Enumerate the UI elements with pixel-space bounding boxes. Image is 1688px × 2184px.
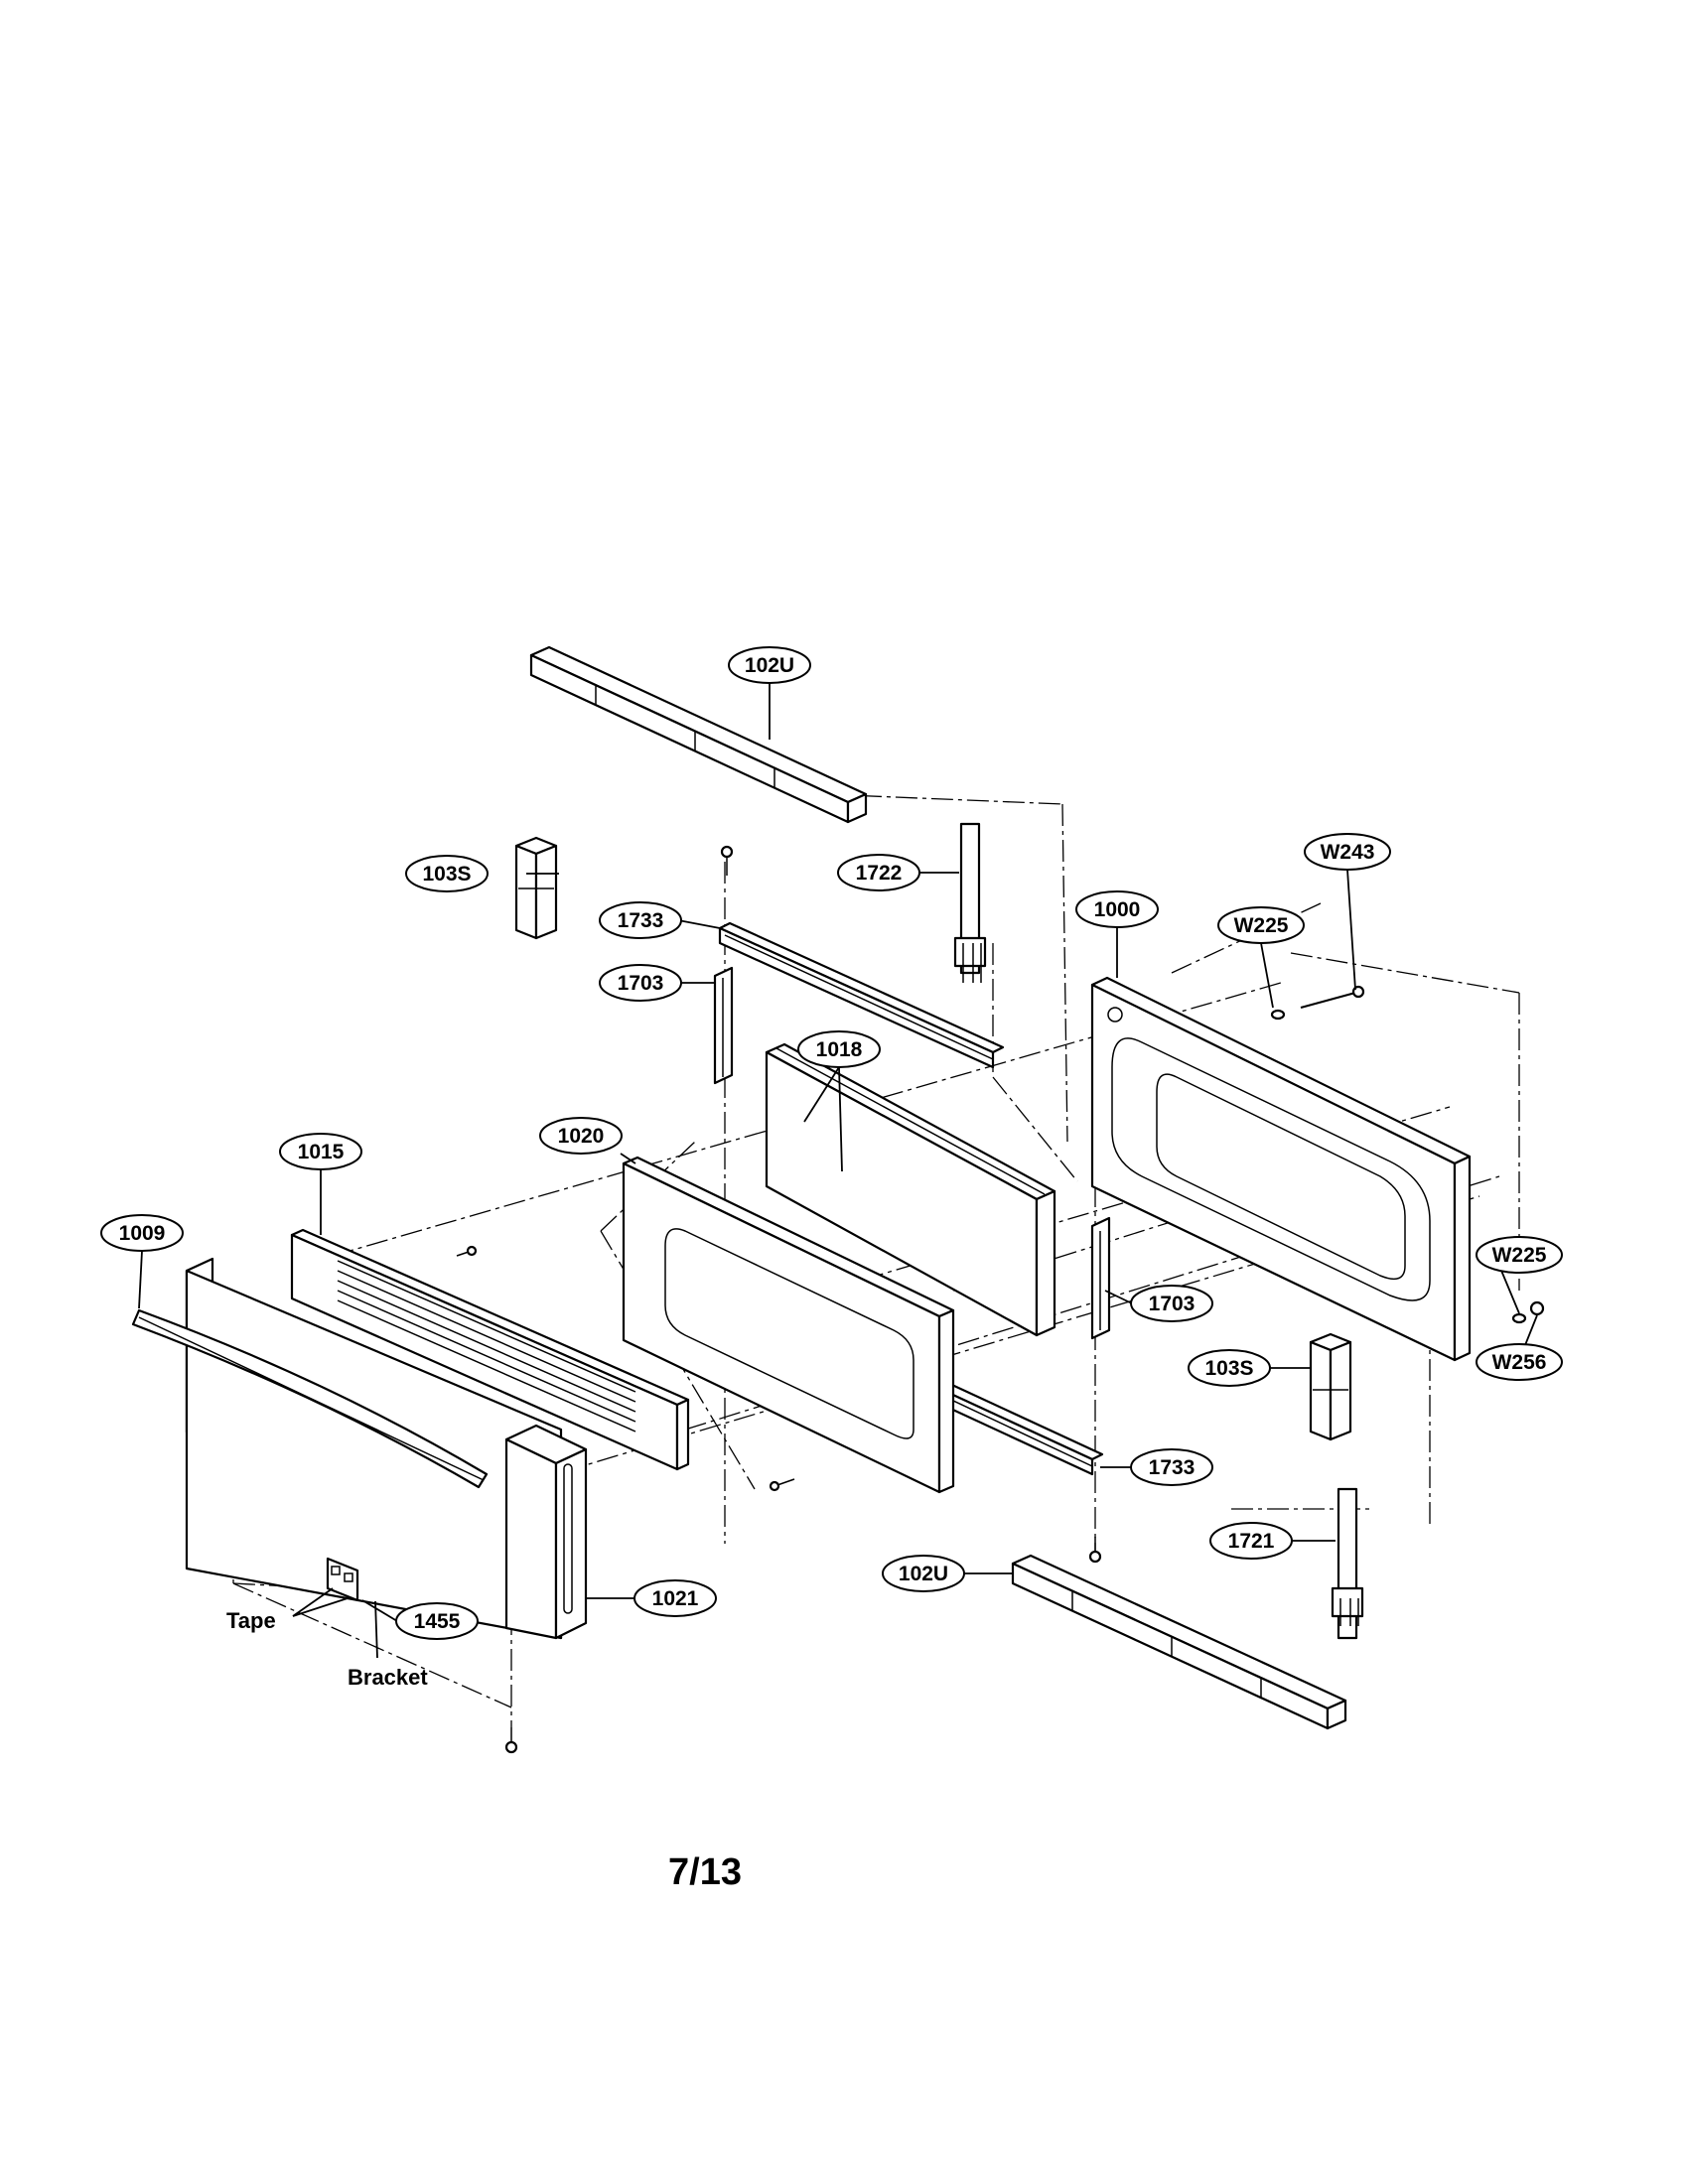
svg-text:1018: 1018 bbox=[816, 1038, 863, 1061]
callout-w243: W243 bbox=[1304, 833, 1391, 871]
svg-text:103S: 103S bbox=[422, 863, 471, 886]
screw-w243 bbox=[1300, 985, 1365, 1010]
block-103s-right bbox=[1309, 1332, 1352, 1441]
callout-1703-right: 1703 bbox=[1130, 1285, 1213, 1322]
bracket-1455 bbox=[326, 1557, 359, 1602]
callout-1455: 1455 bbox=[395, 1602, 479, 1640]
callout-1009: 1009 bbox=[100, 1214, 184, 1252]
note-bracket: Bracket bbox=[348, 1665, 428, 1690]
svg-text:W256: W256 bbox=[1492, 1351, 1547, 1374]
svg-text:1000: 1000 bbox=[1094, 898, 1141, 921]
hinge-1721 bbox=[1331, 1487, 1364, 1640]
callout-103s-right: 103S bbox=[1188, 1349, 1271, 1387]
svg-text:1021: 1021 bbox=[652, 1587, 699, 1610]
callout-1721: 1721 bbox=[1209, 1522, 1293, 1560]
screw-bottom-left bbox=[504, 1727, 518, 1754]
screw-left bbox=[456, 1245, 478, 1257]
trim-1733-top bbox=[718, 921, 1005, 1069]
door-frame-1000 bbox=[1090, 976, 1472, 1362]
screw-top bbox=[720, 845, 734, 876]
callout-w225-right: W225 bbox=[1476, 1236, 1563, 1274]
washer-w225-right bbox=[1511, 1312, 1527, 1324]
callout-1015: 1015 bbox=[279, 1133, 362, 1170]
callout-1018: 1018 bbox=[797, 1030, 881, 1068]
handle-1009 bbox=[131, 1308, 489, 1489]
strip-1703-left bbox=[713, 966, 734, 1085]
svg-text:W225: W225 bbox=[1492, 1244, 1547, 1267]
callout-102u-top: 102U bbox=[728, 646, 811, 684]
svg-text:1015: 1015 bbox=[298, 1141, 345, 1163]
callout-1021: 1021 bbox=[633, 1579, 717, 1617]
svg-text:1020: 1020 bbox=[558, 1125, 605, 1148]
svg-text:W243: W243 bbox=[1321, 841, 1375, 864]
block-103s-left bbox=[514, 836, 558, 940]
door-panel-1021 bbox=[185, 1257, 588, 1640]
panel-1020 bbox=[622, 1156, 955, 1494]
callout-1020: 1020 bbox=[539, 1117, 623, 1155]
strip-1703-right bbox=[1090, 1216, 1111, 1340]
svg-text:1009: 1009 bbox=[119, 1222, 166, 1245]
svg-text:1703: 1703 bbox=[1149, 1293, 1196, 1315]
svg-text:1733: 1733 bbox=[618, 909, 664, 932]
rail-102u-top bbox=[529, 645, 868, 824]
callout-1000: 1000 bbox=[1075, 890, 1159, 928]
note-tape: Tape bbox=[226, 1608, 276, 1633]
callout-103s-left: 103S bbox=[405, 855, 489, 892]
svg-text:102U: 102U bbox=[899, 1563, 948, 1585]
washer-w225-top bbox=[1270, 1009, 1286, 1021]
leader-lines bbox=[138, 683, 1538, 1659]
svg-text:1721: 1721 bbox=[1228, 1530, 1275, 1553]
glass-1018 bbox=[765, 1042, 1056, 1337]
svg-text:1703: 1703 bbox=[618, 972, 664, 995]
callout-w256: W256 bbox=[1476, 1343, 1563, 1381]
screw-bottom-mid bbox=[1088, 1537, 1102, 1564]
svg-text:1722: 1722 bbox=[856, 862, 903, 885]
screw-mid bbox=[769, 1478, 795, 1492]
vent-trim-1015 bbox=[290, 1228, 690, 1471]
callout-w225-top: W225 bbox=[1217, 906, 1305, 944]
hinge-1722 bbox=[953, 822, 987, 983]
rail-102u-bottom bbox=[1011, 1554, 1347, 1730]
svg-text:W225: W225 bbox=[1234, 914, 1289, 937]
svg-text:1733: 1733 bbox=[1149, 1456, 1196, 1479]
callout-1733-bottom: 1733 bbox=[1130, 1448, 1213, 1486]
svg-text:103S: 103S bbox=[1204, 1357, 1253, 1380]
callout-1722: 1722 bbox=[837, 854, 920, 891]
callout-102u-bottom: 102U bbox=[882, 1555, 965, 1592]
svg-text:1455: 1455 bbox=[414, 1610, 461, 1633]
callout-1733-top: 1733 bbox=[599, 901, 682, 939]
nut-w256 bbox=[1529, 1300, 1545, 1316]
svg-text:102U: 102U bbox=[745, 654, 794, 677]
callout-1703-left: 1703 bbox=[599, 964, 682, 1002]
page-number: 7/13 bbox=[668, 1851, 742, 1893]
